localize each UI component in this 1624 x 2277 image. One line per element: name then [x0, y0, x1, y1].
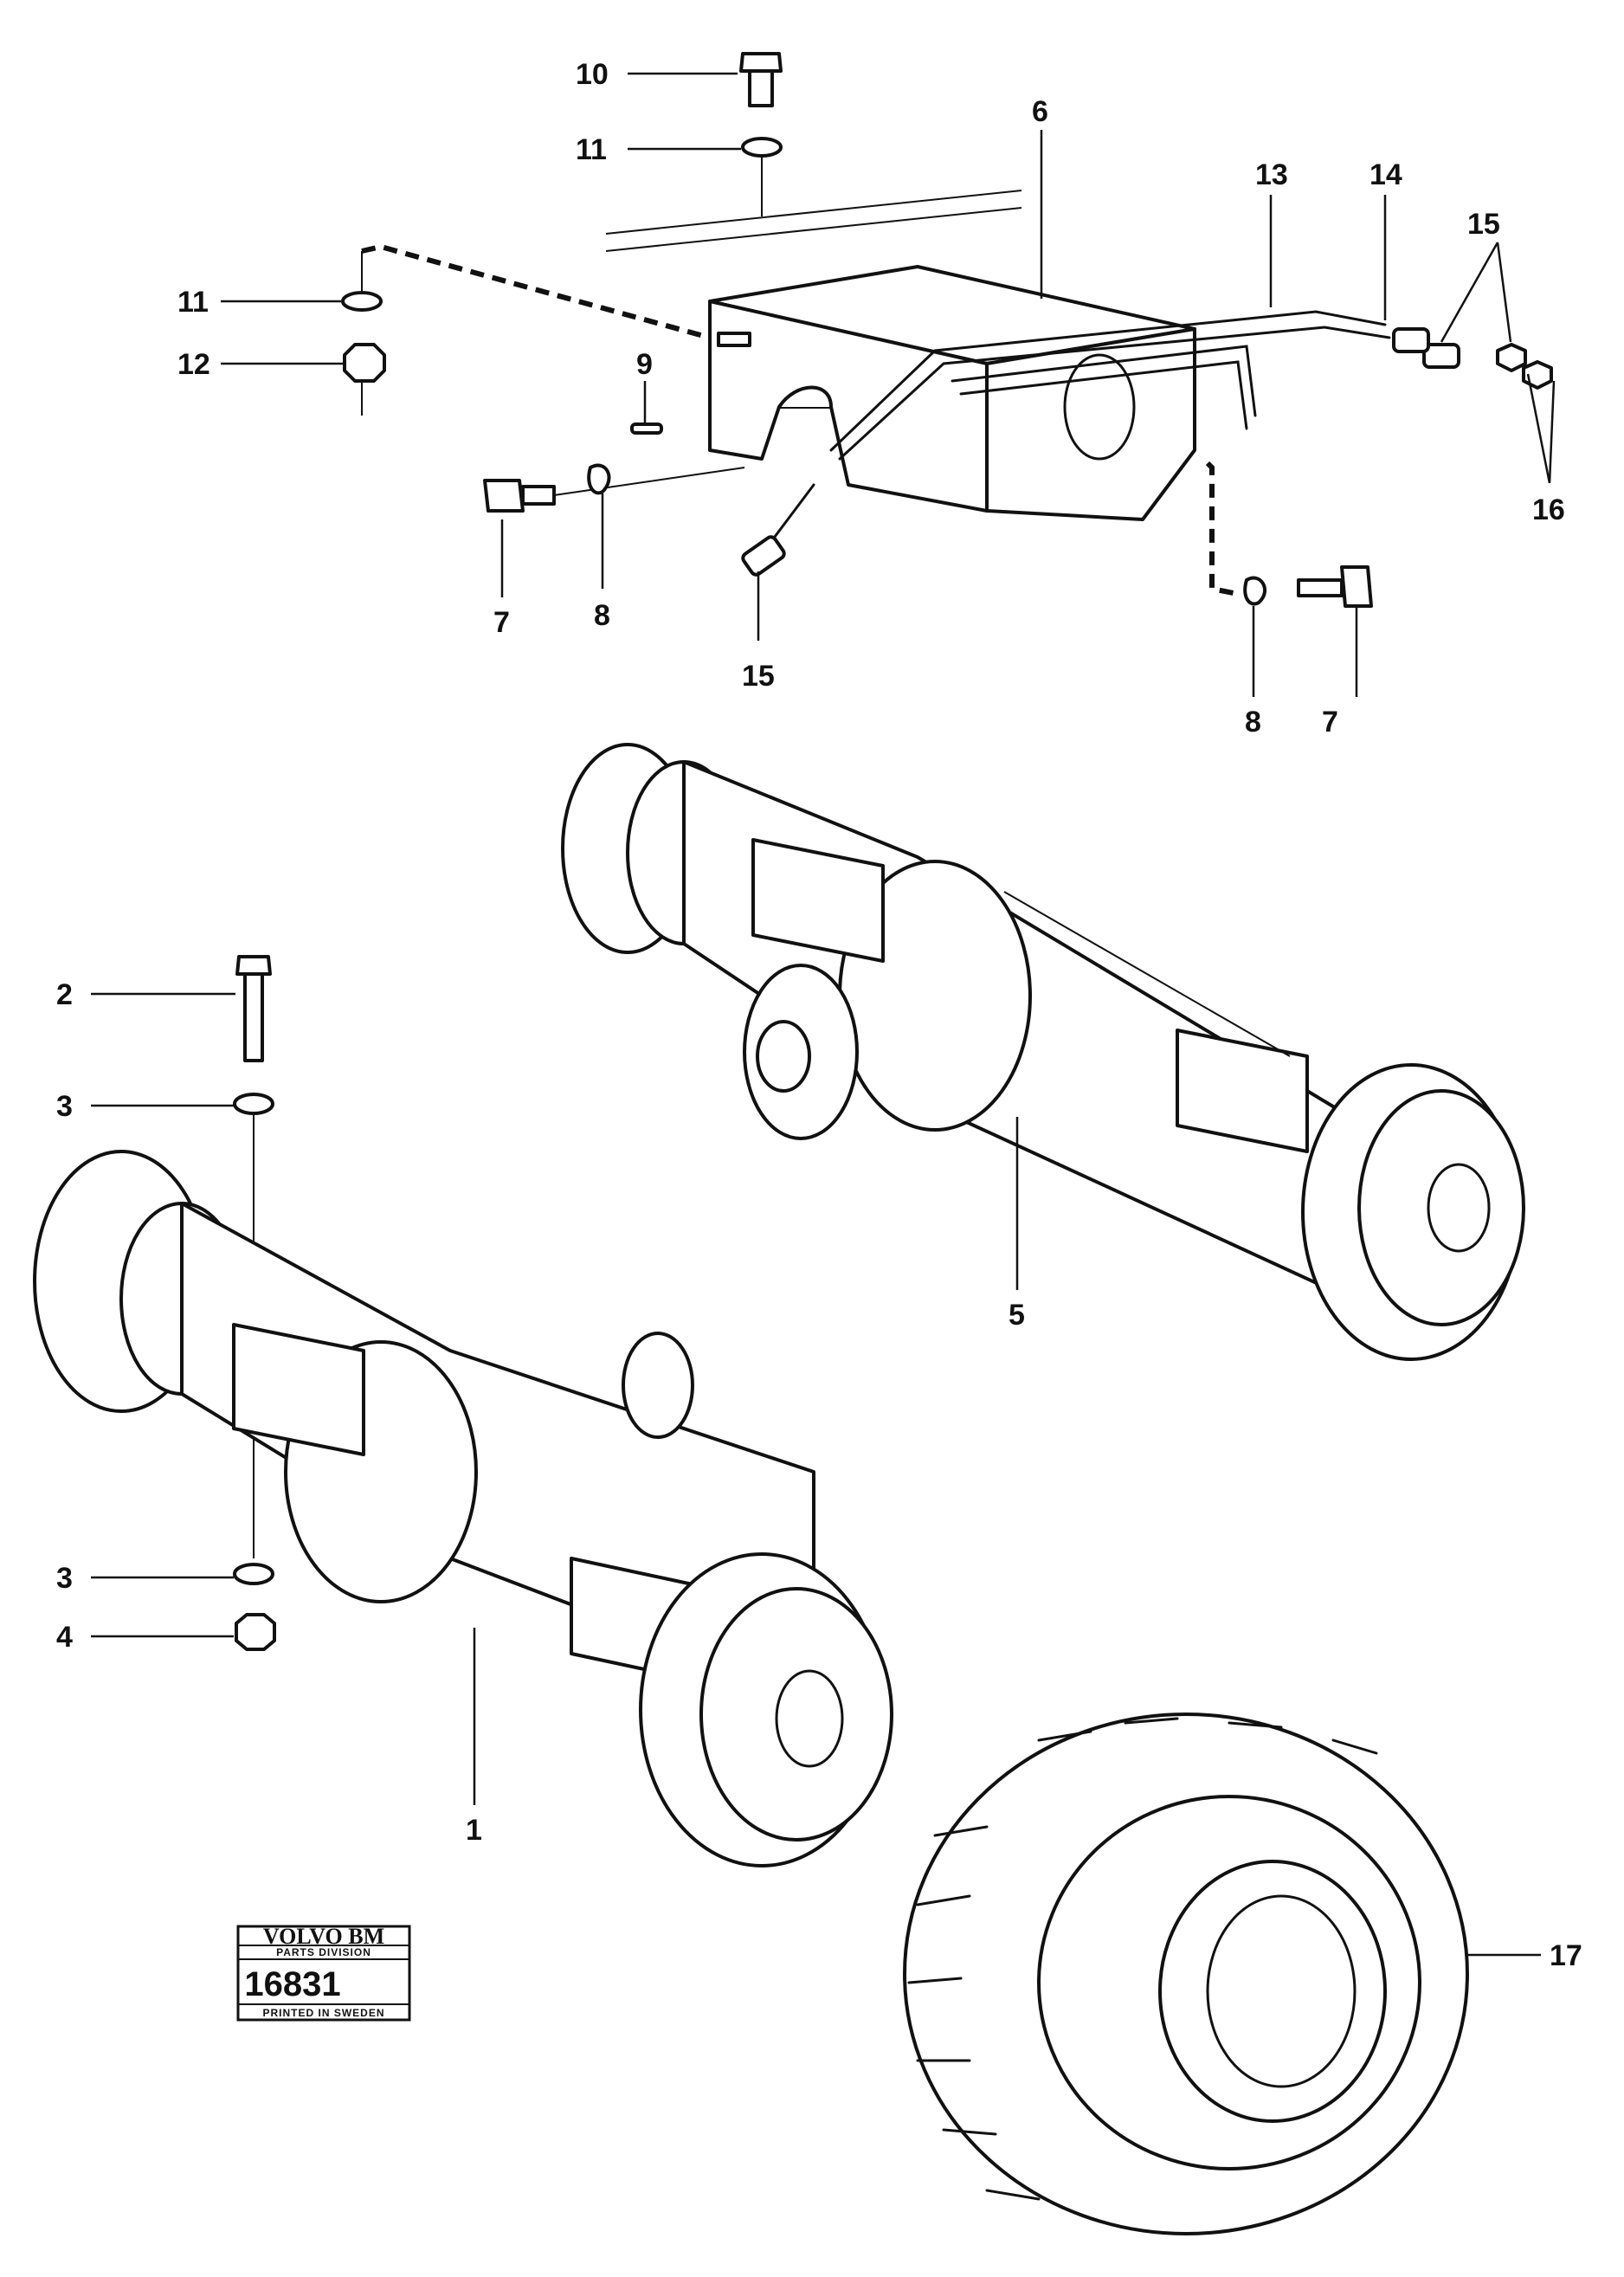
volvo-bm-stamp: VOLVO BM PARTS DIVISION 16831 PRINTED IN…	[236, 1924, 411, 2022]
callout-17: 17	[1550, 1939, 1582, 1972]
leader-lines	[91, 72, 1556, 1957]
callout-5: 5	[1009, 1299, 1025, 1332]
callout-7-right: 7	[1322, 706, 1338, 739]
callout-11-top: 11	[576, 133, 607, 166]
axle-5	[561, 743, 1525, 1361]
stamp-brand: VOLVO BM	[263, 1924, 384, 1949]
washer-3-top	[233, 1093, 274, 1115]
stamp-printed: PRINTED IN SWEDEN	[262, 2007, 384, 2019]
callout-16: 16	[1532, 493, 1565, 526]
callout-3-top: 3	[56, 1090, 73, 1123]
callout-2: 2	[56, 978, 73, 1011]
nut-12	[343, 343, 386, 383]
callout-8-right: 8	[1245, 706, 1261, 739]
washer-3-bottom	[233, 1563, 274, 1585]
callout-15-left: 15	[742, 660, 775, 693]
cradle-bracket-assembly	[341, 52, 1553, 608]
axle-1	[33, 955, 893, 1867]
callout-14: 14	[1369, 158, 1402, 191]
tyre-17	[903, 1713, 1469, 2235]
callout-11-left: 11	[177, 286, 209, 319]
nut-4	[235, 1613, 276, 1651]
bracket-6	[605, 190, 1196, 521]
callout-labels: 10 11 6 13 14 15 11 12 9 16 7 8 15 8 7 2…	[56, 58, 1582, 1972]
washer-8-right	[1243, 576, 1267, 606]
callout-13: 13	[1255, 158, 1288, 191]
callout-9: 9	[636, 348, 653, 381]
callout-7-left: 7	[493, 606, 510, 639]
callout-1: 1	[466, 1814, 482, 1847]
stamp-division: PARTS DIVISION	[276, 1946, 371, 1958]
pin-9	[630, 423, 663, 435]
bolt-7-left	[483, 467, 745, 513]
callout-10: 10	[576, 58, 609, 91]
washer-8-left	[587, 463, 611, 495]
callout-15-right: 15	[1467, 208, 1500, 241]
callout-6: 6	[1032, 95, 1048, 128]
callout-12: 12	[177, 348, 210, 381]
washer-11-top	[741, 137, 783, 158]
callout-4: 4	[56, 1621, 73, 1654]
callout-8-left: 8	[594, 599, 610, 632]
fittings-15-16	[741, 327, 1553, 577]
callout-3-bottom: 3	[56, 1562, 73, 1595]
bolt-2	[235, 955, 272, 1062]
pipes-13-14	[760, 310, 1391, 556]
bolt-10	[739, 52, 783, 107]
washer-11-left	[341, 291, 383, 312]
bolt-7-right	[1297, 565, 1373, 608]
stamp-number: 16831	[244, 1965, 340, 2003]
